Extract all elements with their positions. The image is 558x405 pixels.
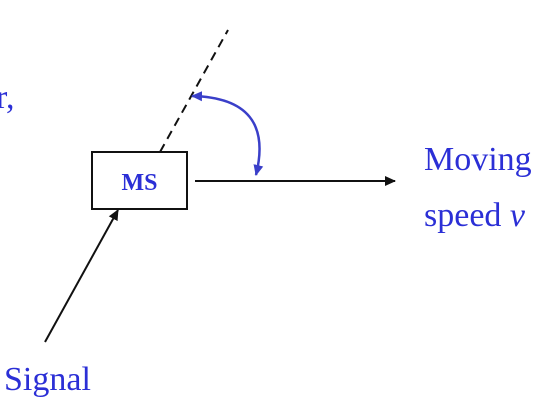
signal-arrow <box>44 209 119 343</box>
moving-label-line1: Moving <box>424 141 532 178</box>
speed-variable: v <box>510 197 526 234</box>
moving-label-line2: speed v <box>424 197 526 234</box>
ms-box-label: MS <box>122 170 158 196</box>
angle-arc <box>191 91 264 176</box>
signal-label: Signal <box>4 361 91 398</box>
ms-box <box>91 151 188 210</box>
speed-word: speed <box>424 197 510 234</box>
partial-text: r, <box>0 79 14 116</box>
dashed-reference-line <box>159 29 229 153</box>
